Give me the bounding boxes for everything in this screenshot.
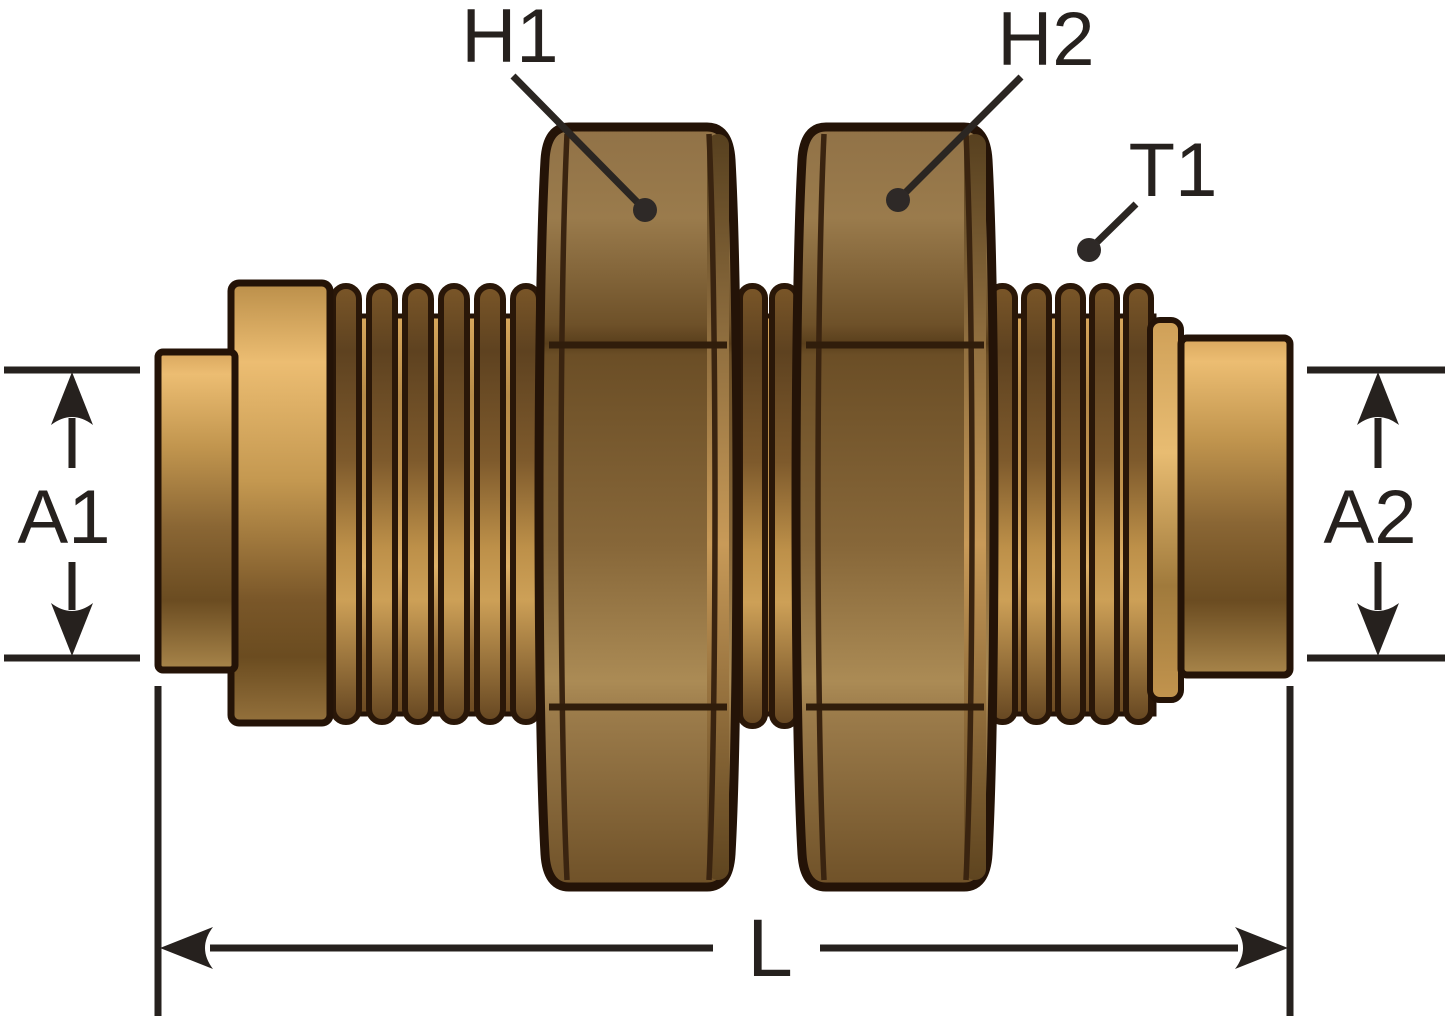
thread-ridge bbox=[1089, 283, 1120, 725]
hex-nut-2 bbox=[791, 122, 999, 892]
thread-ridge bbox=[1055, 283, 1086, 725]
thread-ridge bbox=[366, 283, 398, 725]
thread-ridge bbox=[402, 283, 434, 725]
hex-nut-2-chamfer-right bbox=[963, 133, 975, 881]
thread-ridge bbox=[474, 283, 506, 725]
a2-arrow-up-icon bbox=[1357, 372, 1399, 425]
a1-arrow-up-icon bbox=[51, 372, 93, 425]
left-thread-section bbox=[329, 283, 549, 725]
right-tube-end bbox=[1177, 334, 1294, 679]
thread-ridge bbox=[330, 283, 362, 725]
hex-nut-2-body bbox=[791, 122, 999, 892]
h2-leader-line bbox=[895, 74, 1024, 203]
label-t1: T1 bbox=[1129, 128, 1218, 213]
left-flange bbox=[227, 279, 334, 727]
callout-leaders bbox=[510, 73, 1139, 262]
callout-labels: H1 H2 T1 A1 A2 L bbox=[18, 0, 1417, 994]
h1-leader-line bbox=[510, 73, 648, 213]
label-a2: A2 bbox=[1324, 475, 1417, 560]
dimension-a1 bbox=[4, 366, 140, 662]
h1-leader-dot bbox=[633, 198, 657, 222]
label-a1: A1 bbox=[18, 475, 111, 560]
right-collar bbox=[1147, 317, 1184, 703]
t1-leader-dot bbox=[1077, 238, 1101, 262]
hex-nut-2-chamfer-left bbox=[815, 133, 827, 881]
dimension-l bbox=[154, 686, 1294, 1016]
thread-ridge bbox=[1021, 283, 1052, 725]
h2-leader-dot bbox=[886, 188, 910, 212]
hex-nut-1-body bbox=[534, 122, 742, 892]
hex-nut-1-chamfer-left bbox=[558, 133, 570, 881]
dimension-a2 bbox=[1307, 366, 1445, 662]
label-h1: H1 bbox=[461, 0, 558, 79]
right-thread-section bbox=[985, 283, 1157, 725]
a1-arrow-down-icon bbox=[51, 603, 93, 656]
l-arrow-right-icon bbox=[1235, 927, 1288, 969]
l-arrow-left-icon bbox=[160, 927, 213, 969]
thread-ridge bbox=[737, 283, 768, 729]
label-l: L bbox=[747, 903, 793, 994]
hex-nut-1-chamfer-right bbox=[706, 133, 718, 881]
thread-ridge bbox=[438, 283, 470, 725]
left-tube-end bbox=[154, 348, 239, 674]
a2-arrow-down-icon bbox=[1357, 603, 1399, 656]
fitting-body bbox=[154, 122, 1294, 892]
hex-nut-1 bbox=[534, 122, 742, 892]
label-h2: H2 bbox=[997, 0, 1094, 82]
